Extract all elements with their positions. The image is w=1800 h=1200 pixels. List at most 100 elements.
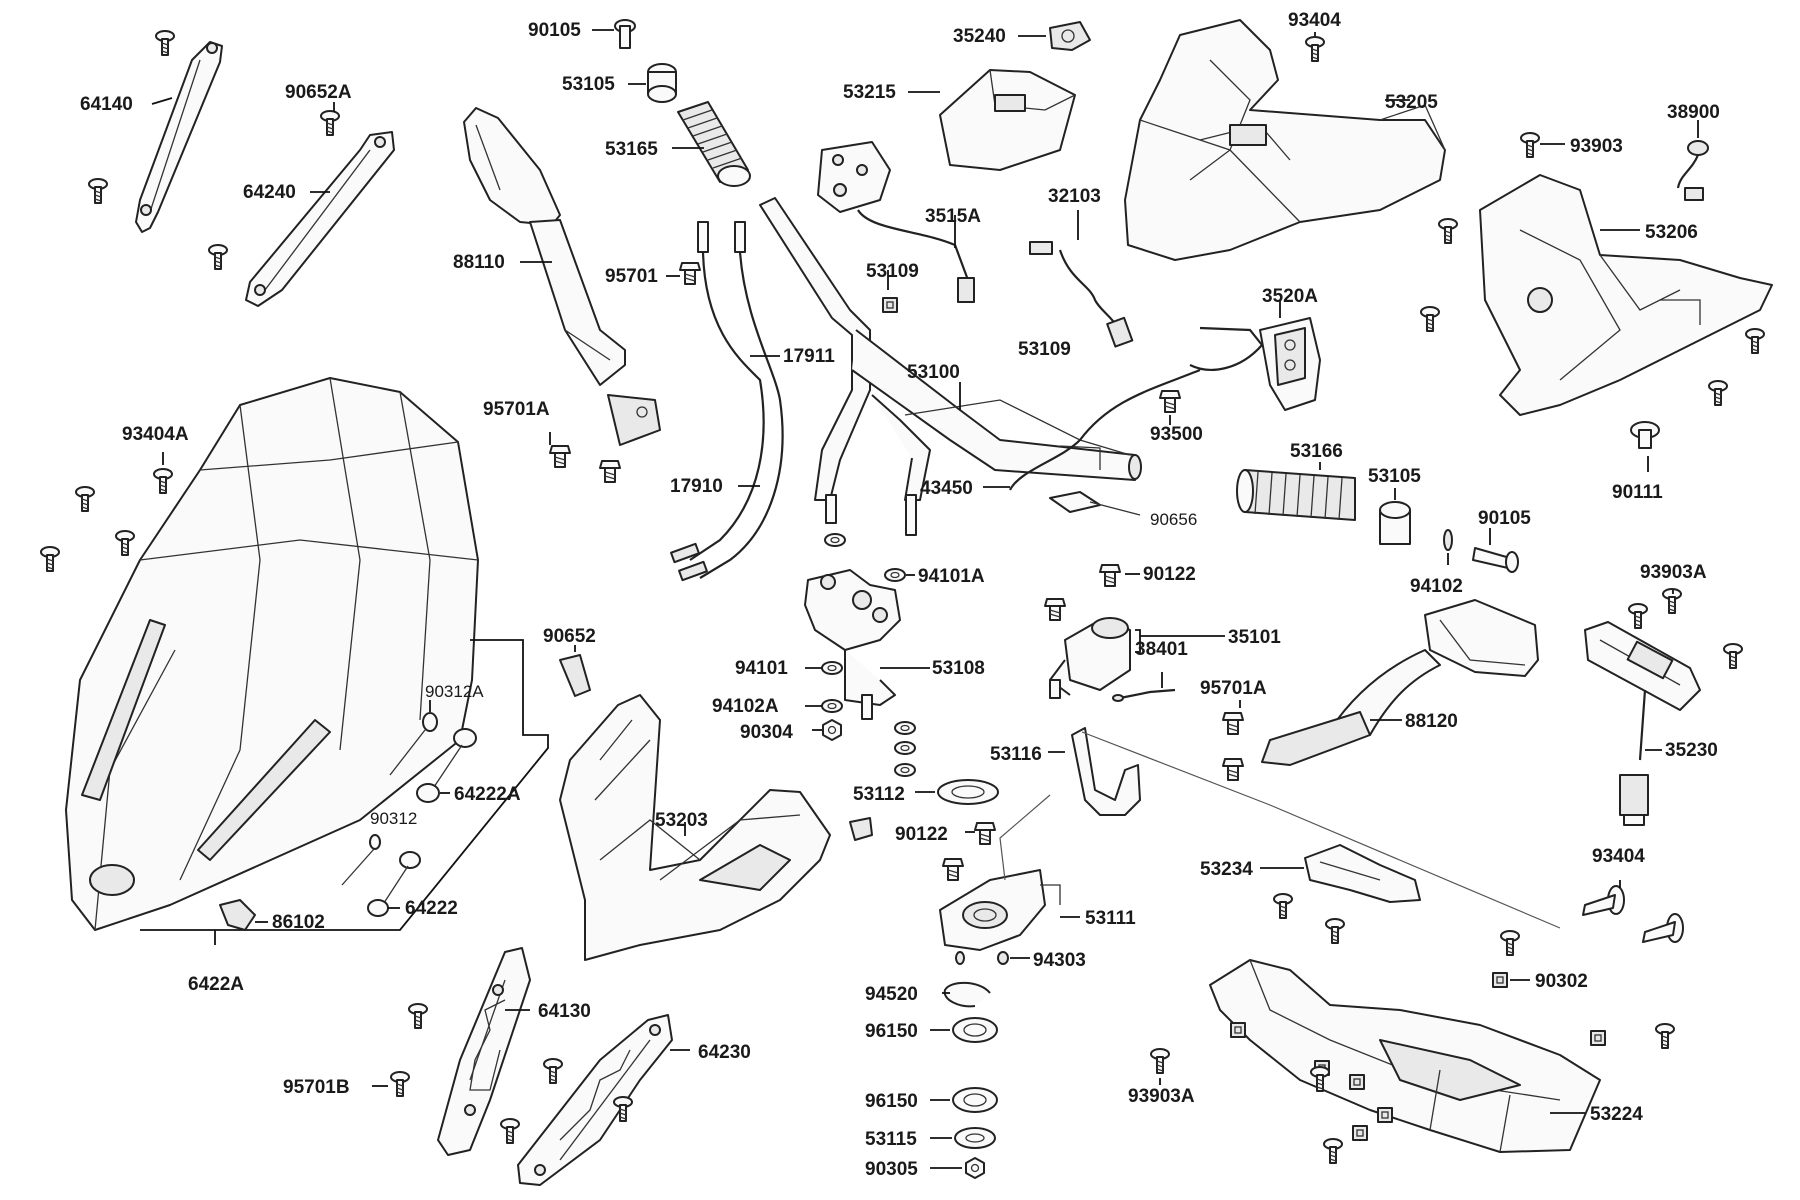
label-43450: 43450 <box>920 478 973 499</box>
front-panel-53203 <box>559 694 831 961</box>
label-88110: 88110 <box>453 252 505 273</box>
label-53205: 53205 <box>1385 92 1438 113</box>
label-90304: 90304 <box>740 722 793 743</box>
weight-53105-right <box>1379 501 1411 545</box>
label-90302: 90302 <box>1535 971 1588 992</box>
label-53224: 53224 <box>1590 1104 1643 1125</box>
label-90312A: 90312A <box>425 682 484 701</box>
harness-43450 <box>1009 368 1201 491</box>
windshield <box>65 377 479 931</box>
label-53215: 53215 <box>843 82 896 103</box>
bracket-53108 <box>804 569 901 720</box>
race-53115 <box>954 1127 996 1149</box>
label-53109-a: 53109 <box>866 261 919 282</box>
label-95701: 95701 <box>605 266 658 287</box>
label-94520: 94520 <box>865 984 918 1005</box>
mirror-right <box>1261 599 1539 766</box>
bolt-90111 <box>1630 421 1660 449</box>
label-17910: 17910 <box>670 476 723 497</box>
weight-53105-top <box>647 63 677 103</box>
label-64240: 64240 <box>243 182 296 203</box>
switch-3520A <box>1189 317 1321 411</box>
bulb-38900 <box>1676 140 1709 201</box>
reflector-86102 <box>219 899 256 931</box>
rubber-64222 <box>367 851 421 917</box>
label-90122-a: 90122 <box>1143 564 1196 585</box>
label-95701A-right: 95701A <box>1200 678 1267 699</box>
label-90105-top: 90105 <box>528 20 581 41</box>
ignition-35101 <box>1049 617 1131 699</box>
label-86102: 86102 <box>272 912 325 933</box>
lower-cover-53224 <box>1209 959 1601 1153</box>
label-90105-right: 90105 <box>1478 508 1531 529</box>
label-93500: 93500 <box>1150 424 1203 445</box>
label-53203: 53203 <box>655 810 708 831</box>
handlebar-53100 <box>759 197 1142 536</box>
label-64140: 64140 <box>80 94 133 115</box>
cover-53205 <box>1124 19 1446 261</box>
label-64222A: 64222A <box>454 784 521 805</box>
bearing-96150-a <box>952 1017 998 1043</box>
label-94102A: 94102A <box>712 696 779 717</box>
label-95701B: 95701B <box>283 1077 350 1098</box>
label-53165: 53165 <box>605 139 658 160</box>
mirror-left <box>463 107 661 446</box>
inner-cover-53206 <box>1479 174 1773 416</box>
label-96150-a: 96150 <box>865 1021 918 1042</box>
label-53206: 53206 <box>1645 222 1698 243</box>
label-90652A: 90652A <box>285 82 352 103</box>
label-53105-top: 53105 <box>562 74 615 95</box>
stay-64130 <box>437 947 531 1156</box>
clip-small <box>849 817 873 841</box>
label-90111: 90111 <box>1612 482 1663 503</box>
label-93404-right: 93404 <box>1592 846 1645 867</box>
cover-53234 <box>1304 844 1421 903</box>
seal-53112 <box>937 779 999 805</box>
label-53234: 53234 <box>1200 859 1253 880</box>
wire-32103 <box>1029 241 1134 348</box>
label-90312: 90312 <box>370 809 417 828</box>
label-88120: 88120 <box>1405 711 1458 732</box>
label-94101: 94101 <box>735 658 788 679</box>
label-53112: 53112 <box>853 784 905 805</box>
bearing-96150-b <box>952 1087 998 1113</box>
label-95701A-left: 95701A <box>483 399 550 420</box>
bolt-90105-right <box>1472 547 1519 573</box>
bolt-93404-right-b <box>1642 913 1684 943</box>
label-53111: 53111 <box>1085 908 1136 929</box>
label-38900: 38900 <box>1667 102 1720 123</box>
label-53105-right: 53105 <box>1368 466 1421 487</box>
cables-17910-17911 <box>670 221 784 582</box>
grip-53165 <box>677 101 751 187</box>
bolt-93404-right <box>1582 885 1625 916</box>
stay-64230 <box>517 1014 673 1186</box>
rubber-64222A <box>416 728 477 803</box>
label-53116: 53116 <box>990 744 1042 765</box>
wire-38401 <box>1112 688 1176 702</box>
switch-3515A <box>817 141 975 303</box>
screw-90652 <box>559 654 591 697</box>
label-90652: 90652 <box>543 626 596 647</box>
label-53108: 53108 <box>932 658 985 679</box>
bracket-53111 <box>939 869 1061 951</box>
label-3520A: 3520A <box>1262 286 1318 307</box>
label-93404A: 93404A <box>122 424 189 445</box>
band-90656 <box>1049 491 1141 516</box>
stay-64240 <box>245 131 395 307</box>
label-90122-b: 90122 <box>895 824 948 845</box>
bolt-90105-top <box>614 19 636 49</box>
label-94101A: 94101A <box>918 566 985 587</box>
label-32103: 32103 <box>1048 186 1101 207</box>
label-3515A: 3515A <box>925 206 981 227</box>
label-53115: 53115 <box>865 1129 917 1150</box>
label-90656: 90656 <box>1150 510 1197 529</box>
label-35230: 35230 <box>1665 740 1718 761</box>
label-93404-top: 93404 <box>1288 10 1341 31</box>
label-96150-b: 96150 <box>865 1091 918 1112</box>
part-labels: 90105 53105 53165 64140 90652A 64240 881… <box>80 10 1720 1180</box>
label-64130: 64130 <box>538 1001 591 1022</box>
label-38401: 38401 <box>1135 639 1188 660</box>
stay-64140 <box>135 41 223 233</box>
label-93903: 93903 <box>1570 136 1623 157</box>
